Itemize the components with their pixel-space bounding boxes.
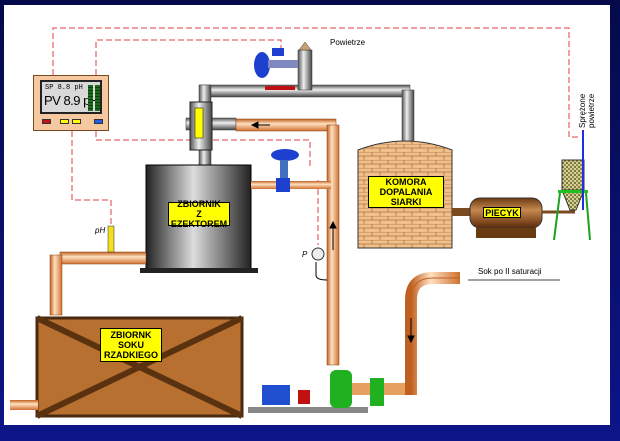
afterburner-label: KOMORA DOPALANIA SIARKI: [368, 176, 444, 208]
bar-graph-2: [95, 85, 100, 111]
controller-blue-button[interactable]: [94, 119, 103, 124]
outlet-pipe: [49, 225, 147, 316]
setpoint-value: SP 8.8 pH: [45, 84, 83, 92]
ejector-tank-label: ZBIORNIK Z EZEKTOREM: [168, 199, 230, 229]
air-label: Powietrze: [330, 38, 366, 47]
air-control-valve[interactable]: [254, 48, 298, 78]
juice-tank-label: ZBIORNK SOKU RZADKIEGO: [100, 328, 162, 362]
process-value: PV 8.9 pH: [44, 93, 99, 108]
controller-display: SP 8.8 pH PV 8.9 pH: [40, 80, 102, 114]
pressure-label: P: [302, 250, 308, 259]
compressed-air-label: Sprężone powietrze: [578, 93, 596, 128]
ph-sensor-label: pH: [95, 226, 106, 235]
sulfur-silo: [553, 130, 591, 241]
furnace-label: PIECYK: [483, 207, 521, 218]
gas-pipe: [185, 41, 415, 166]
juice-inlet-label: Sok po II saturacji: [478, 267, 542, 276]
pressure-gauge: [311, 247, 328, 281]
pump-set[interactable]: [248, 370, 384, 413]
controller-yellow-button-2[interactable]: [72, 119, 81, 124]
signal-lines: [52, 27, 578, 245]
bar-graph-1: [88, 85, 93, 111]
controller-yellow-button-1[interactable]: [60, 119, 69, 124]
sulfur-control-valve[interactable]: [251, 149, 331, 192]
ph-controller[interactable]: SP 8.8 pH PV 8.9 pH: [33, 75, 109, 131]
juice-inlet-pipe: [340, 272, 560, 395]
controller-red-button[interactable]: [42, 119, 51, 124]
